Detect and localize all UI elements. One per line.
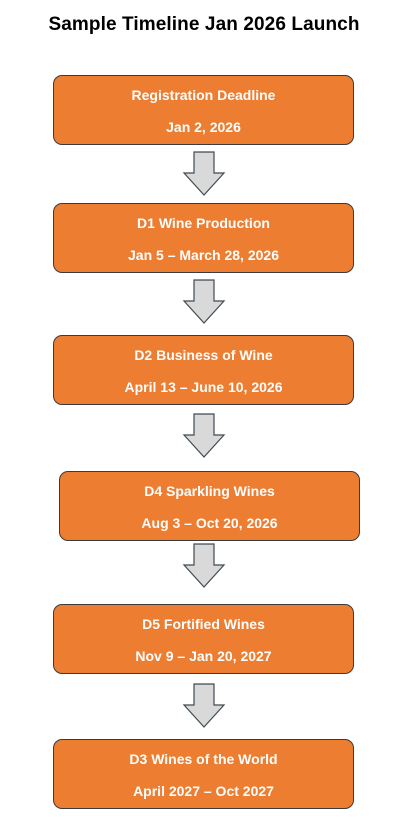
diagram-title: Sample Timeline Jan 2026 Launch	[48, 14, 360, 35]
step-dates: Aug 3 – Oct 20, 2026	[141, 515, 278, 531]
step-dates: Nov 9 – Jan 20, 2027	[135, 648, 272, 664]
step-name: D1 Wine Production	[137, 215, 270, 231]
down-arrow-icon	[182, 279, 226, 325]
timeline-step-registration-deadline: Registration Deadline Jan 2, 2026	[53, 75, 354, 145]
timeline-step-d3-wines-of-the-world: D3 Wines of the World April 2027 – Oct 2…	[53, 739, 354, 809]
step-dates: April 13 – June 10, 2026	[124, 379, 283, 395]
step-name: Registration Deadline	[131, 87, 276, 103]
step-dates: Jan 5 – March 28, 2026	[128, 247, 279, 263]
step-name: D2 Business of Wine	[134, 347, 273, 363]
down-arrow-icon	[182, 413, 226, 459]
down-arrow-icon	[182, 151, 226, 197]
timeline-step-d5-fortified-wines: D5 Fortified Wines Nov 9 – Jan 20, 2027	[53, 604, 354, 674]
timeline-step-d2-business-of-wine: D2 Business of Wine April 13 – June 10, …	[53, 335, 354, 405]
timeline-step-d1-wine-production: D1 Wine Production Jan 5 – March 28, 202…	[53, 203, 354, 273]
step-name: D3 Wines of the World	[129, 751, 278, 767]
step-name: D4 Sparkling Wines	[144, 483, 275, 499]
step-name: D5 Fortified Wines	[142, 616, 265, 632]
step-dates: April 2027 – Oct 2027	[133, 783, 274, 799]
timeline-step-d4-sparkling-wines: D4 Sparkling Wines Aug 3 – Oct 20, 2026	[59, 471, 360, 541]
down-arrow-icon	[182, 683, 226, 729]
step-dates: Jan 2, 2026	[166, 119, 241, 135]
down-arrow-icon	[182, 543, 226, 589]
